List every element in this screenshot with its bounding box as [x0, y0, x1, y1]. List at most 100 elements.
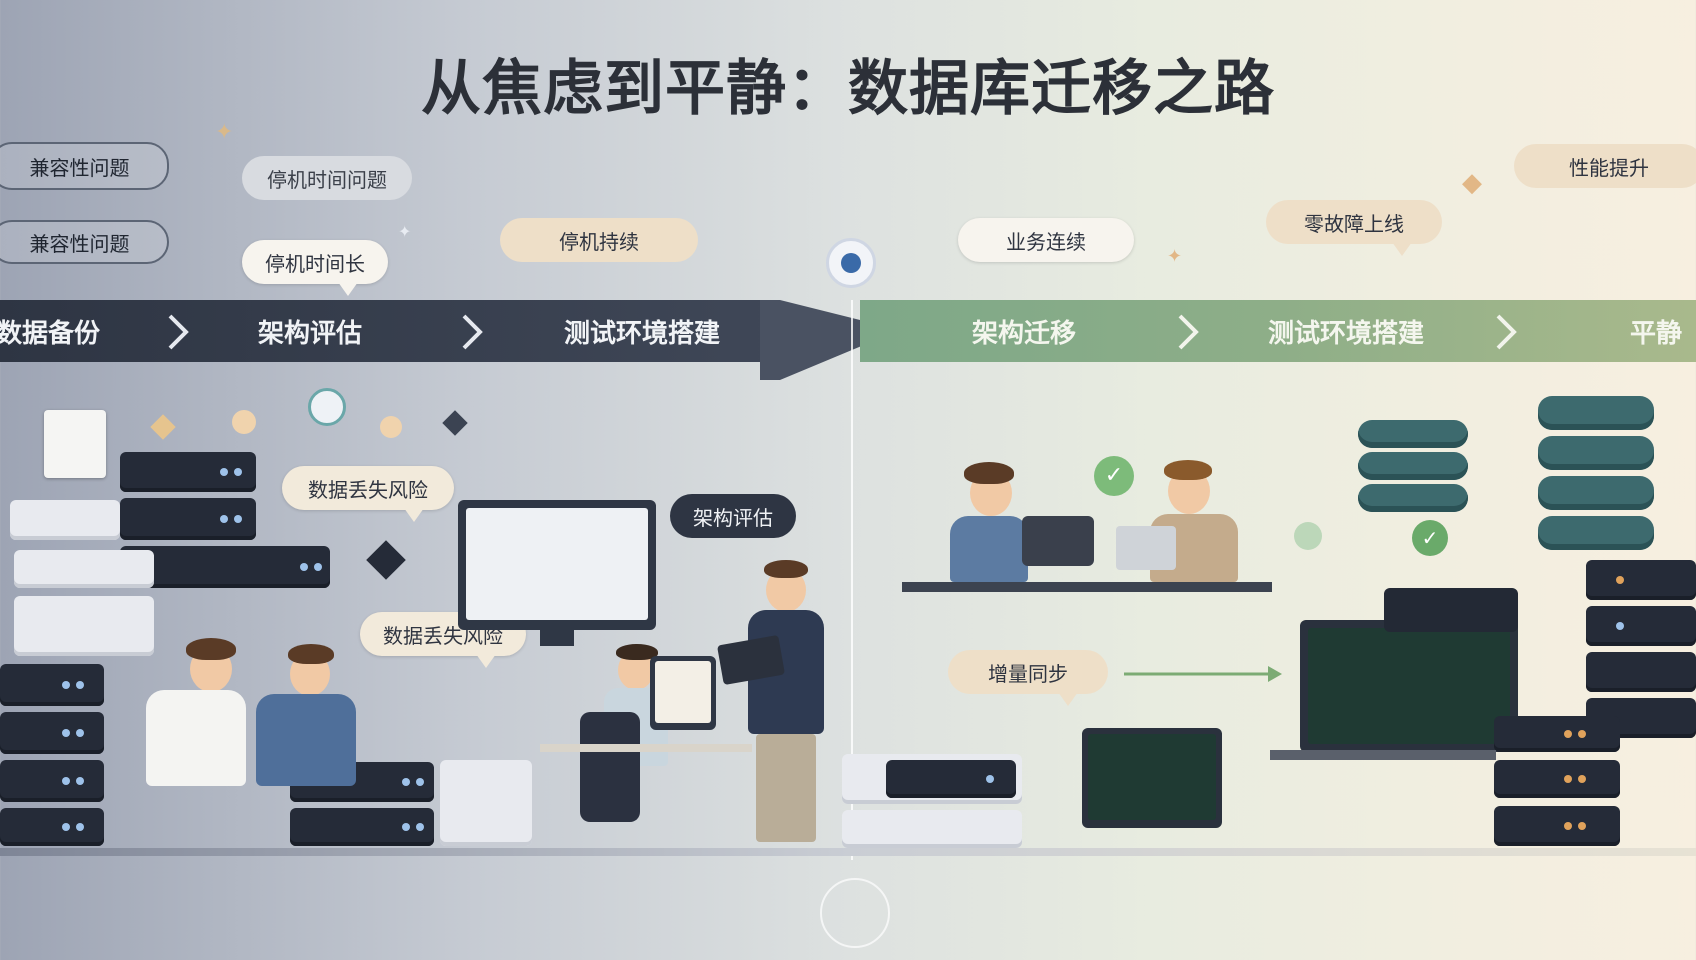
hair	[1164, 460, 1212, 480]
dashboard-screen	[1088, 734, 1216, 820]
laptop-icon	[1116, 526, 1176, 570]
step-test-env-right: 测试环境搭建	[1268, 318, 1425, 349]
server-rack	[1494, 760, 1620, 798]
check-icon: ✓	[1094, 456, 1134, 496]
zero-fault-bubble: 零故障上线	[1266, 200, 1442, 256]
server-rack	[0, 712, 104, 754]
hair	[616, 644, 658, 660]
downtime-long-bubble: 停机时间长	[242, 240, 388, 296]
document-icon	[44, 410, 106, 478]
stressed-person-body	[256, 694, 356, 786]
process-node-icon	[232, 410, 256, 434]
server-rack	[886, 760, 1016, 798]
chevron-right-icon	[1496, 314, 1517, 350]
database-icon	[1538, 396, 1654, 430]
process-band-left	[0, 300, 780, 362]
dashboard-monitor	[1300, 620, 1518, 752]
database-icon	[1358, 452, 1468, 480]
server-rack	[120, 546, 330, 588]
chevron-right-icon	[168, 314, 189, 350]
server-rack	[842, 810, 1022, 848]
server-rack	[120, 452, 256, 492]
compat-issue-label-1: 兼容性问题	[0, 142, 169, 190]
diamond-decoration	[366, 540, 406, 580]
standing-person-legs	[756, 734, 816, 842]
process-node-icon	[308, 388, 346, 426]
process-band-right	[860, 300, 1696, 362]
arch-eval-bubble: 架构评估	[670, 494, 796, 538]
downtime-issue-label: 停机时间问题	[242, 156, 412, 200]
server-rack	[290, 808, 434, 846]
server-rack	[0, 664, 104, 706]
compat-issue-label-2: 兼容性问题	[0, 220, 169, 264]
performance-text: 性能提升	[1569, 155, 1649, 180]
continuity-label: 停机持续	[500, 218, 698, 262]
server-rack	[0, 760, 104, 802]
diamond-decoration	[442, 410, 468, 436]
step-test-env: 测试环境搭建	[564, 318, 721, 349]
workbench	[1270, 750, 1496, 760]
business-continuity-text: 业务连续	[1006, 229, 1086, 254]
sparkle-icon: ✦	[398, 222, 412, 241]
business-continuity-label: 业务连续	[958, 218, 1134, 262]
meeting-desk	[902, 582, 1272, 592]
diamond-decoration	[150, 414, 176, 440]
process-arrow-head	[760, 300, 900, 380]
hair	[764, 560, 808, 578]
performance-label: 性能提升	[1514, 144, 1696, 188]
database-icon	[1358, 420, 1468, 448]
process-node-icon	[380, 416, 402, 438]
dashboard-monitor	[1384, 588, 1518, 632]
happy-person-body	[950, 516, 1028, 582]
compat-issue-text: 兼容性问题	[29, 231, 130, 256]
incremental-sync-text: 增量同步	[988, 661, 1068, 686]
seal-logo	[820, 878, 890, 948]
hair	[288, 644, 334, 664]
incremental-sync-bubble: 增量同步	[948, 650, 1108, 706]
server-rack	[1586, 606, 1696, 646]
monitor	[458, 500, 656, 630]
data-loss-risk-text: 数据丢失风险	[308, 477, 428, 502]
clock-icon	[826, 238, 876, 288]
downtime-issue-text: 停机时间问题	[267, 167, 387, 192]
server-rack	[1494, 806, 1620, 846]
timeline-divider	[851, 300, 853, 860]
hair	[964, 462, 1014, 484]
database-icon	[1538, 476, 1654, 510]
step-arch-migrate: 架构迁移	[972, 318, 1077, 349]
step-backup: 数据备份	[0, 318, 101, 349]
database-icon	[1538, 436, 1654, 470]
monitor	[650, 656, 716, 730]
server-rack	[440, 760, 532, 846]
server-rack	[120, 498, 256, 540]
office-chair	[580, 712, 640, 822]
zero-fault-text: 零故障上线	[1304, 211, 1404, 236]
monitor-stand	[540, 630, 574, 646]
server-rack	[1586, 652, 1696, 692]
desk	[540, 744, 752, 752]
server-rack	[1586, 560, 1696, 600]
step-arch-eval: 架构评估	[258, 318, 363, 349]
server-rack	[0, 808, 104, 846]
chevron-right-icon	[462, 314, 483, 350]
dashboard-screen	[1308, 628, 1510, 744]
downtime-long-text: 停机时间长	[265, 251, 365, 276]
compat-issue-text: 兼容性问题	[29, 155, 130, 180]
monitor	[1022, 516, 1094, 566]
data-loss-risk-bubble-1: 数据丢失风险	[282, 466, 454, 522]
floor-line	[0, 848, 1696, 856]
chevron-right-icon	[1178, 314, 1199, 350]
server-rack	[10, 500, 120, 540]
dashboard-monitor	[1082, 728, 1222, 828]
page-title: 从焦虑到平静：数据库迁移之路	[421, 54, 1275, 124]
sparkle-icon: ✦	[215, 120, 234, 145]
monitor-screen	[466, 508, 648, 620]
database-icon	[1538, 516, 1654, 550]
continuity-text: 停机持续	[559, 229, 639, 254]
hair	[186, 638, 236, 660]
arch-eval-text: 架构评估	[693, 505, 773, 530]
server-rack	[14, 550, 154, 588]
check-icon: ✓	[1412, 520, 1448, 556]
database-icon	[1358, 484, 1468, 512]
stressed-person-body	[146, 690, 246, 786]
